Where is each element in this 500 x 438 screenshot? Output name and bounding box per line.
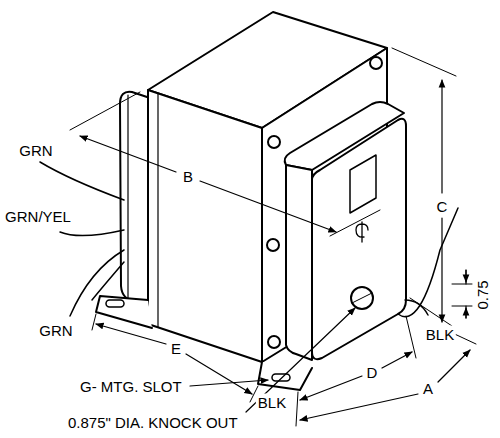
extension-line [452, 284, 472, 306]
dimension-line [300, 394, 418, 420]
right-bell-front [312, 119, 406, 359]
wire-label: BLK [256, 394, 288, 411]
dimension-line [441, 80, 442, 193]
dimension-line [465, 270, 466, 282]
dimension-line [186, 354, 252, 394]
wire-label: GRN [17, 142, 54, 159]
extension-line [70, 92, 380, 236]
dimension-label: C [435, 198, 450, 215]
dimension-line [382, 352, 412, 368]
lamination-edge [157, 94, 158, 327]
dimension-label: B [181, 168, 195, 185]
knockout-callout: 0.875" DIA. KNOCK OUT [66, 414, 240, 431]
knock-out [351, 287, 373, 309]
left-bell-edge [127, 95, 128, 298]
dimension-line [465, 270, 466, 318]
core-side [148, 90, 262, 362]
nameplate [350, 155, 376, 213]
wire-label: GRN/YEL [3, 208, 73, 225]
centerline-mark [356, 222, 368, 242]
dimension-label: E [169, 340, 183, 357]
mounting-hole [370, 57, 382, 69]
lead-wire [40, 162, 124, 200]
leader-line [190, 380, 268, 386]
right-bell-side [286, 165, 312, 360]
dimension-line [438, 350, 470, 382]
mounting-hole [268, 136, 280, 148]
dimension-line [200, 181, 336, 232]
lead-wire [70, 250, 124, 316]
dimension-line [80, 136, 176, 172]
mounting-hole [268, 336, 280, 348]
dimension-line [441, 218, 442, 322]
lead-wire [398, 208, 458, 317]
mounting-slot [272, 374, 290, 381]
extension-line [296, 316, 416, 426]
extension-line [392, 48, 456, 326]
leader-line [246, 308, 355, 412]
mounting-foot [258, 362, 312, 390]
slot-callout: G- MTG. SLOT [78, 378, 184, 395]
dimension-line [300, 376, 362, 400]
dimension-label: A [421, 380, 435, 397]
left-bell-cover [120, 92, 150, 306]
mounting-foot [96, 296, 152, 328]
mounting-hole [267, 239, 279, 251]
knock-out-line [352, 293, 372, 303]
dimension-line [465, 308, 466, 318]
dimension-label: 0.75 [474, 278, 491, 311]
dimension-label: D [365, 364, 380, 381]
lead-wire [92, 262, 124, 300]
wire-label: GRN [37, 322, 74, 339]
wire-label: BLK [424, 326, 456, 343]
mounting-slot [106, 300, 124, 307]
lead-wire [60, 230, 124, 236]
dimension-line [96, 324, 166, 344]
